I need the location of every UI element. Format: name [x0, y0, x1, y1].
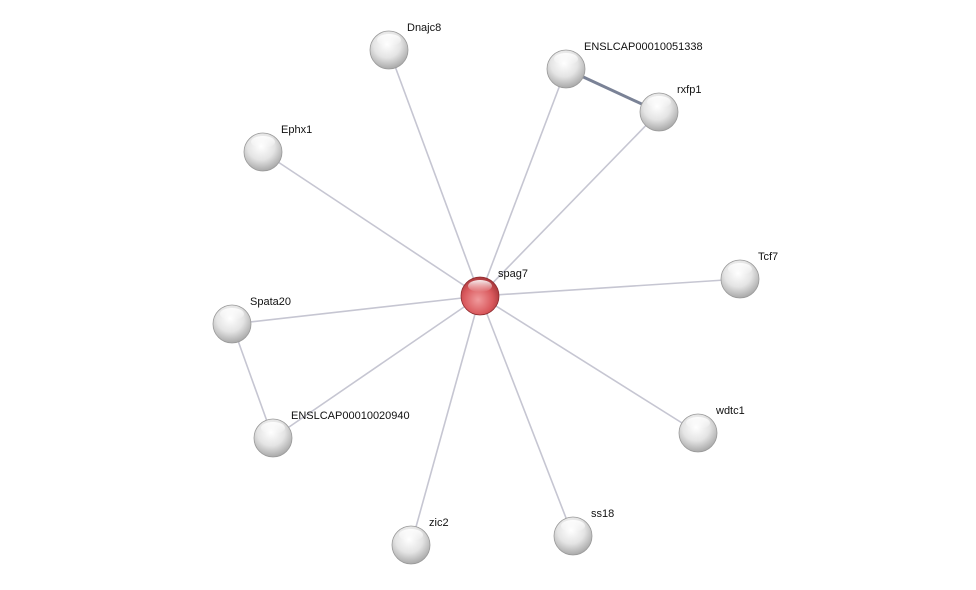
- node-ENSLCAP00010020940[interactable]: ENSLCAP00010020940: [253, 410, 410, 458]
- node-label: ss18: [591, 508, 614, 520]
- edge-spag7-wdtc1[interactable]: [479, 295, 699, 434]
- node-label: Tcf7: [758, 251, 778, 263]
- edge-spag7-zic2[interactable]: [410, 295, 481, 546]
- node-Tcf7[interactable]: Tcf7: [720, 251, 778, 299]
- node-label: ENSLCAP00010051338: [584, 41, 703, 53]
- node-label: spag7: [498, 268, 528, 280]
- node-highlight: [647, 96, 671, 108]
- node-highlight: [468, 280, 492, 292]
- node-spag7[interactable]: spag7: [460, 268, 528, 316]
- node-label: zic2: [429, 517, 449, 529]
- node-Dnajc8[interactable]: Dnajc8: [369, 22, 441, 70]
- node-ENSLCAP00010051338[interactable]: ENSLCAP00010051338: [546, 41, 703, 89]
- node-highlight: [554, 53, 578, 65]
- node-ss18[interactable]: ss18: [553, 508, 614, 556]
- node-highlight: [220, 308, 244, 320]
- node-label: Ephx1: [281, 124, 312, 136]
- node-rxfp1[interactable]: rxfp1: [639, 84, 701, 132]
- node-highlight: [728, 263, 752, 275]
- edge-Spata20-ENSLCAP00010020940[interactable]: [231, 323, 274, 439]
- node-highlight: [377, 34, 401, 46]
- node-highlight: [686, 417, 710, 429]
- node-wdtc1[interactable]: wdtc1: [678, 405, 745, 453]
- node-highlight: [261, 422, 285, 434]
- edge-spag7-ENSLCAP00010020940[interactable]: [272, 295, 481, 439]
- node-label: ENSLCAP00010020940: [291, 410, 410, 422]
- edge-spag7-rxfp1[interactable]: [479, 111, 660, 297]
- edge-spag7-ENSLCAP00010051338[interactable]: [479, 68, 567, 297]
- node-highlight: [561, 520, 585, 532]
- edge-spag7-Spata20[interactable]: [231, 295, 481, 325]
- node-label: Dnajc8: [407, 22, 441, 34]
- edge-spag7-Dnajc8[interactable]: [388, 49, 481, 297]
- node-Spata20[interactable]: Spata20: [212, 296, 291, 344]
- edge-spag7-Tcf7[interactable]: [479, 278, 741, 297]
- node-label: Spata20: [250, 296, 291, 308]
- node-zic2[interactable]: zic2: [391, 517, 449, 565]
- node-highlight: [399, 529, 423, 541]
- node-highlight: [251, 136, 275, 148]
- node-Ephx1[interactable]: Ephx1: [243, 124, 312, 172]
- node-label: rxfp1: [677, 84, 701, 96]
- edge-spag7-Ephx1[interactable]: [262, 151, 481, 297]
- edge-spag7-ss18[interactable]: [479, 295, 574, 537]
- node-label: wdtc1: [715, 405, 745, 417]
